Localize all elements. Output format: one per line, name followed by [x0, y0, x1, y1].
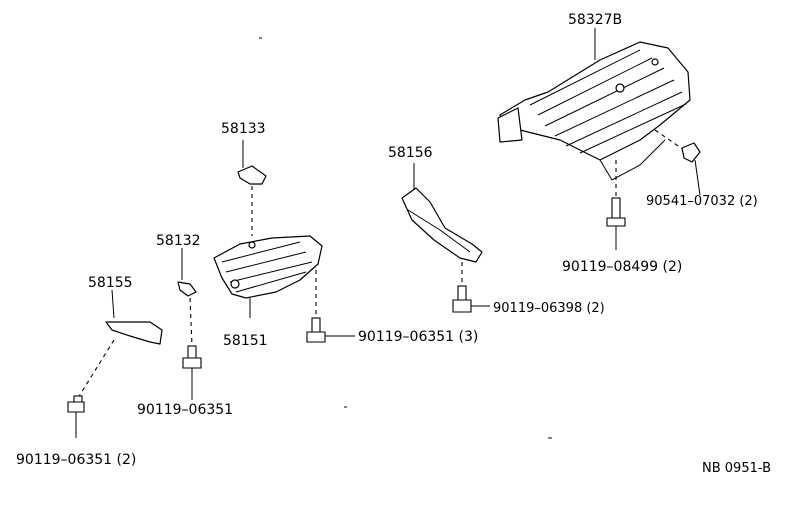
label-90119-06351: 90119–06351 [137, 402, 233, 418]
label-90119-06351-3: 90119–06351 (3) [358, 329, 478, 345]
label-58155: 58155 [88, 275, 133, 291]
bolt-90119-06351-2 [67, 395, 85, 438]
bracket-58155 [77, 289, 163, 399]
heat-insulator-58327b [497, 41, 691, 181]
bolt-90119-06398 [452, 262, 490, 313]
label-58133: 58133 [221, 121, 266, 137]
label-90119-06351-2: 90119–06351 (2) [16, 452, 136, 468]
bolt-90119-06351-3 [306, 270, 355, 343]
label-58156: 58156 [388, 145, 433, 161]
label-58132: 58132 [156, 233, 201, 249]
label-58327b: 58327B [568, 12, 622, 28]
drawing-number: NB 0951-B [702, 461, 771, 476]
bracket-58156 [401, 163, 483, 263]
label-90119-08499: 90119–08499 (2) [562, 259, 682, 275]
bolt-90119-08499 [606, 160, 626, 250]
label-90119-06398: 90119–06398 (2) [493, 301, 605, 316]
label-58151: 58151 [223, 333, 268, 349]
bolt-90119-06351 [182, 345, 202, 400]
clip-58132 [177, 248, 197, 347]
heat-insulator-58151 [213, 235, 323, 318]
bracket-58133 [237, 140, 267, 236]
label-90541-07032: 90541–07032 (2) [646, 194, 758, 209]
clip-90541-07032 [654, 129, 701, 196]
